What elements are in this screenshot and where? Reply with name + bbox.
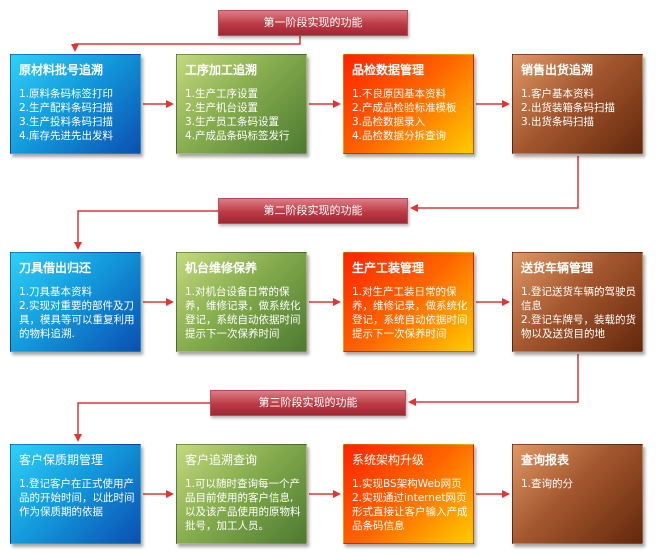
box-item: 1.对机台设备日常的保养，维修记录，做系统化登记，系统自动依据时间提示下一次保养… [185,286,301,340]
box-item: 2.产成品检验标准模板 [352,102,457,114]
box-fixture-management: 生产工装管理 1.对生产工装日常的保养，维修记录，做系统化登记，系统自动依据时间… [343,252,474,352]
box-vehicle-management: 送货车辆管理 1.登记送货车辆的驾驶员信息 2.登记车牌号，装载的货物以及送货目… [512,252,643,352]
box-title: 送货车辆管理 [521,261,594,275]
box-title: 品检数据管理 [352,63,425,77]
box-item: 2.实现通过internet网页形式直接让客户输入产成品条码信息 [352,492,468,532]
box-title: 刀具借出归还 [19,261,92,275]
box-sales-shipping: 销售出货追溯 1.客户基本资料 2.出货装箱条码扫描 3.出货条码扫描 [512,54,643,154]
box-raw-material-trace: 原材料批号追溯 1.原料条码标签打印 2.生产配料条码扫描 3.生产投料条码扫描… [10,54,141,154]
box-item: 1.客户基本资料 [521,88,595,100]
box-body: 1.对生产工装日常的保养，维修记录，做系统化登记，系统自动依据时间提示下一次保养… [352,285,470,341]
box-title: 机台维修保养 [185,261,258,275]
phase1-connector [71,36,301,52]
phase-banner-2: 第二阶段实现的功能 [218,198,408,224]
box-item: 1.实现BS架构Web网页 [352,478,462,490]
phase-label: 第二阶段实现的功能 [263,204,363,217]
box-item: 2.实现对重要的部件及刀具，模具等可以重复利用的物料追溯. [19,300,135,340]
phase3-to-row3 [74,402,210,442]
box-body: 1.生产工序设置 2.生产机台设置 3.生产员工条码设置 4.产成品条码标签发行 [185,87,303,143]
box-title: 查询报表 [521,453,570,467]
box-title: 客户追溯查询 [185,453,258,467]
box-title: 系统架构升级 [352,453,425,467]
box-item: 1.登记客户在正式使用产品的开始时间，以此时间作为保质期的依据 [19,478,135,518]
box-item: 2.出货装箱条码扫描 [521,102,616,114]
phase-banner-1: 第一阶段实现的功能 [218,10,408,36]
box-architecture-upgrade: 系统架构升级 1.实现BS架构Web网页 2.实现通过internet网页形式直… [343,444,474,544]
box-item: 2.登记车牌号，装载的货物以及送货目的地 [521,314,637,340]
phase-banner-3: 第三阶段实现的功能 [210,390,406,416]
box-item: 2.生产机台设置 [185,102,259,114]
arrow-layer [71,36,579,498]
box-item: 4.产成品条码标签发行 [185,130,290,142]
box-item: 1.对生产工装日常的保养，维修记录，做系统化登记，系统自动依据时间提示下一次保养… [352,286,468,340]
phase-label: 第一阶段实现的功能 [263,16,363,29]
box-query-report: 查询报表 1.查询的分 [512,444,643,544]
box-body: 1.客户基本资料 2.出货装箱条码扫描 3.出货条码扫描 [521,87,639,129]
box-quality-data: 品检数据管理 1.不良原因基本资料 2.产成品检验标准模板 3.品检数据录入 4… [343,54,474,154]
box-item: 1.查询的分 [521,478,574,490]
box-item: 2.生产配料条码扫描 [19,102,114,114]
box-body: 1.对机台设备日常的保养，维修记录，做系统化登记，系统自动依据时间提示下一次保养… [185,285,303,341]
box-warranty-management: 客户保质期管理 1.登记客户在正式使用产品的开始时间，以此时间作为保质期的依据 [10,444,141,544]
box-item: 4.品检数据分拆查询 [352,130,447,142]
box-body: 1.刀具基本资料 2.实现对重要的部件及刀具，模具等可以重复利用的物料追溯. [19,285,137,341]
box-title: 工序加工追溯 [185,63,258,77]
box-title: 销售出货追溯 [521,63,594,77]
box-body: 1.可以随时查询每一个产品目前使用的客户信息,以及该产品使用的原物料批号，加工人… [185,477,303,533]
box-item: 1.不良原因基本资料 [352,88,447,100]
box-item: 3.出货条码扫描 [521,116,595,128]
box-tool-lending: 刀具借出归还 1.刀具基本资料 2.实现对重要的部件及刀具，模具等可以重复利用的… [10,252,141,352]
row2-to-phase3 [408,354,579,406]
box-item: 3.品检数据录入 [352,116,426,128]
box-body: 1.登记送货车辆的驾驶员信息 2.登记车牌号，装载的货物以及送货目的地 [521,285,639,341]
box-body: 1.实现BS架构Web网页 2.实现通过internet网页形式直接让客户输入产… [352,477,470,533]
box-title: 生产工装管理 [352,261,425,275]
box-body: 1.不良原因基本资料 2.产成品检验标准模板 3.品检数据录入 4.品检数据分拆… [352,87,470,143]
box-title: 客户保质期管理 [19,453,104,467]
box-body: 1.查询的分 [521,477,639,491]
box-process-trace: 工序加工追溯 1.生产工序设置 2.生产机台设置 3.生产员工条码设置 4.产成… [176,54,307,154]
box-title: 原材料批号追溯 [19,63,104,77]
box-item: 3.生产投料条码扫描 [19,116,114,128]
phase-label: 第三阶段实现的功能 [258,396,358,409]
box-body: 1.原料条码标签打印 2.生产配料条码扫描 3.生产投料条码扫描 4.库存先进先… [19,87,137,143]
phase2-to-row2 [74,210,218,250]
box-item: 4.库存先进先出发料 [19,130,114,142]
box-customer-trace-query: 客户追溯查询 1.可以随时查询每一个产品目前使用的客户信息,以及该产品使用的原物… [176,444,307,544]
box-body: 1.登记客户在正式使用产品的开始时间，以此时间作为保质期的依据 [19,477,137,519]
box-item: 3.生产员工条码设置 [185,116,280,128]
box-item: 1.刀具基本资料 [19,286,93,298]
box-item: 1.登记送货车辆的驾驶员信息 [521,286,637,312]
box-item: 1.可以随时查询每一个产品目前使用的客户信息,以及该产品使用的原物料批号，加工人… [185,478,301,532]
row1-to-phase2 [410,156,579,212]
box-machine-maintenance: 机台维修保养 1.对机台设备日常的保养，维修记录，做系统化登记，系统自动依据时间… [176,252,307,352]
box-item: 1.生产工序设置 [185,88,259,100]
box-item: 1.原料条码标签打印 [19,88,114,100]
